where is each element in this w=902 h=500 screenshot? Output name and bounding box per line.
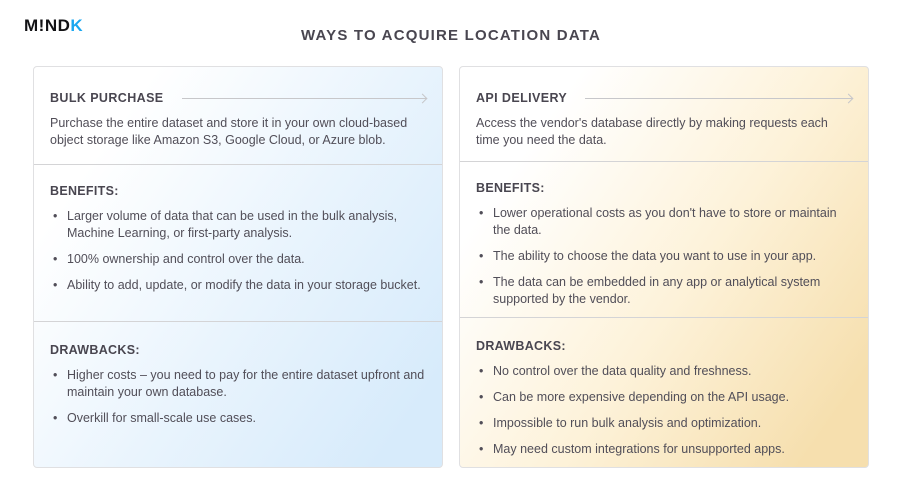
api-delivery-drawbacks-section: DRAWBACKS: No control over the data qual… <box>460 317 868 467</box>
page-header: M!NDK WAYS TO ACQUIRE LOCATION DATA <box>0 0 902 66</box>
benefits-label: BENEFITS: <box>50 184 119 198</box>
api-delivery-card: API DELIVERY Access the vendor's databas… <box>459 66 869 468</box>
logo-text-accent: K <box>70 16 84 35</box>
api-delivery-description: Access the vendor's database directly by… <box>476 116 828 148</box>
benefit-item: Ability to add, update, or modify the da… <box>50 277 426 294</box>
api-delivery-header-section: API DELIVERY Access the vendor's databas… <box>460 67 868 161</box>
benefit-item: 100% ownership and control over the data… <box>50 251 426 268</box>
bulk-purchase-drawbacks-section: DRAWBACKS: Higher costs – you need to pa… <box>34 321 442 467</box>
drawback-item: Can be more expensive depending on the A… <box>476 389 852 406</box>
benefits-label: BENEFITS: <box>476 181 545 195</box>
drawback-item: May need custom integrations for unsuppo… <box>476 441 852 458</box>
arrow-right-icon <box>181 97 426 99</box>
drawback-item: Higher costs – you need to pay for the e… <box>50 367 426 401</box>
benefit-item: Lower operational costs as you don't hav… <box>476 205 852 239</box>
bulk-purchase-card: BULK PURCHASE Purchase the entire datase… <box>33 66 443 468</box>
bulk-purchase-description: Purchase the entire dataset and store it… <box>50 116 408 148</box>
arrow-right-icon <box>585 97 852 99</box>
comparison-cards: BULK PURCHASE Purchase the entire datase… <box>33 66 869 468</box>
drawbacks-label: DRAWBACKS: <box>476 339 566 353</box>
api-delivery-benefits-section: BENEFITS: Lower operational costs as you… <box>460 161 868 317</box>
drawback-item: Impossible to run bulk analysis and opti… <box>476 415 852 432</box>
benefit-item: Larger volume of data that can be used i… <box>50 208 426 242</box>
bulk-purchase-heading: BULK PURCHASE <box>50 91 164 105</box>
benefits-list: Lower operational costs as you don't hav… <box>476 205 852 308</box>
api-delivery-heading: API DELIVERY <box>476 91 568 105</box>
drawbacks-label: DRAWBACKS: <box>50 343 140 357</box>
logo-text-black: M!ND <box>24 16 71 35</box>
drawback-item: No control over the data quality and fre… <box>476 363 852 380</box>
benefit-item: The data can be embedded in any app or a… <box>476 274 852 308</box>
drawback-item: Overkill for small-scale use cases. <box>50 410 426 427</box>
drawbacks-list: Higher costs – you need to pay for the e… <box>50 367 426 427</box>
page-title: WAYS TO ACQUIRE LOCATION DATA <box>300 27 602 44</box>
mindk-logo: M!NDK <box>24 16 83 36</box>
drawbacks-list: No control over the data quality and fre… <box>476 363 852 458</box>
bulk-purchase-benefits-section: BENEFITS: Larger volume of data that can… <box>34 164 442 321</box>
bulk-purchase-header-section: BULK PURCHASE Purchase the entire datase… <box>34 67 442 164</box>
benefits-list: Larger volume of data that can be used i… <box>50 208 426 294</box>
benefit-item: The ability to choose the data you want … <box>476 248 852 265</box>
